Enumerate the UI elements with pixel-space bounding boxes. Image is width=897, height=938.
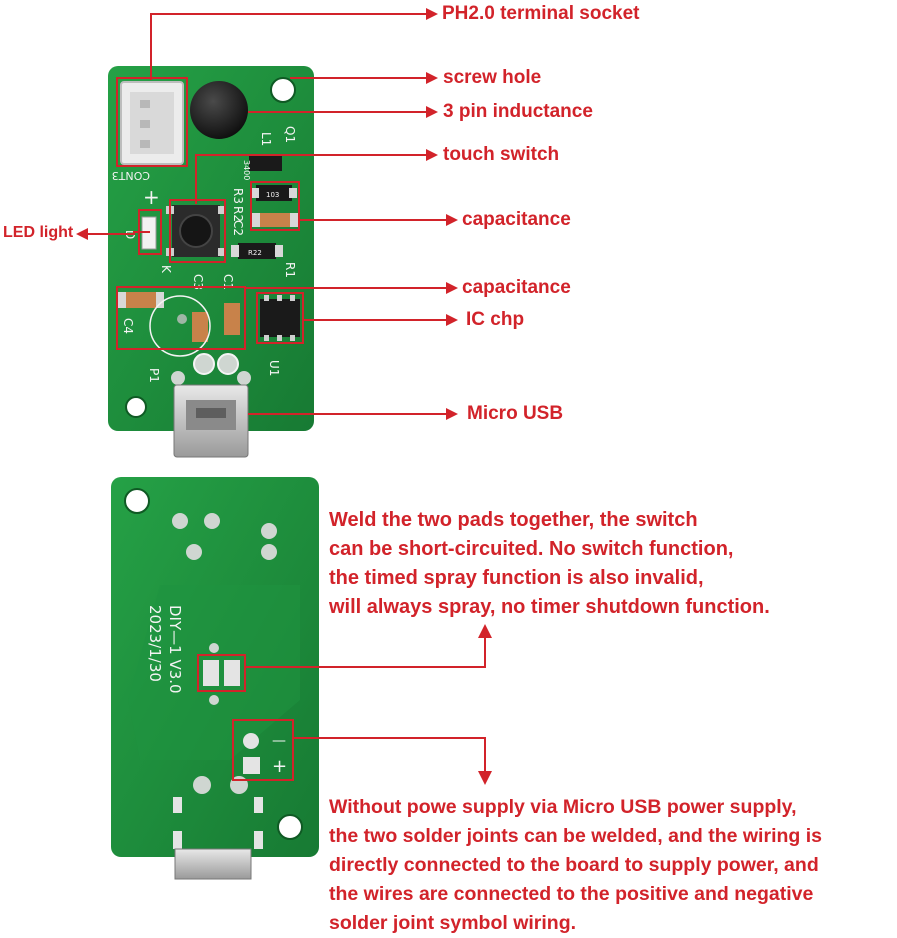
screw-hole-bottom <box>125 396 147 418</box>
screw-hole-top <box>270 77 296 103</box>
silk-l1: L1 <box>259 132 273 146</box>
switch-pad-left <box>203 660 219 686</box>
front-arrowheads <box>76 8 458 420</box>
power-pad-positive <box>243 757 260 774</box>
ic-chip <box>260 299 300 337</box>
front-leader-lines <box>84 13 448 415</box>
silk-version: DIY—1 V3.0 <box>166 605 184 694</box>
silk-r2: R2 <box>231 206 245 222</box>
silk-q1: Q1 <box>283 126 297 143</box>
silk-r22: R22 <box>248 249 262 257</box>
silk-minus: — <box>272 733 286 749</box>
silk-cont3: CONT3 <box>112 169 150 182</box>
note-power-line: solder joint symbol wiring. <box>329 912 577 934</box>
inductor <box>190 81 248 139</box>
back-arrowheads <box>478 624 492 785</box>
label-ic-chip: IC chp <box>466 309 525 330</box>
note-weld-switch: Weld the two pads together, the switch c… <box>329 506 770 622</box>
micro-usb-front <box>173 384 249 458</box>
label-capacitance-2: capacitance <box>462 277 571 298</box>
note-power-line: the two solder joints can be welded, and… <box>329 825 822 847</box>
silk-date: 2023/1/30 <box>146 605 164 682</box>
silk-u1: U1 <box>267 360 281 376</box>
silk-k: K <box>159 265 173 274</box>
silk-c4: C4 <box>121 318 135 334</box>
back-screw-hole-top <box>124 488 150 514</box>
ph20-socket <box>120 81 184 165</box>
silk-c2: C2 <box>231 220 245 236</box>
note-weld-line: will always spray, no timer shutdown fun… <box>329 596 770 618</box>
note-power-line: directly connected to the board to suppl… <box>329 854 819 876</box>
power-pad-negative <box>243 733 259 749</box>
label-ph20-terminal: PH2.0 terminal socket <box>442 3 640 24</box>
micro-usb-back <box>174 848 252 880</box>
note-weld-line: the timed spray function is also invalid… <box>329 567 704 589</box>
back-leader-lines <box>245 636 486 775</box>
back-pcb: DIY—1 V3.0 2023/1/30 — + <box>111 477 319 880</box>
silk-3400: 3400 <box>242 160 251 180</box>
label-micro-usb: Micro USB <box>467 403 564 424</box>
silk-r3: R3 <box>231 188 245 204</box>
note-weld-line: can be short-circuited. No switch functi… <box>329 538 734 560</box>
silk-p1: P1 <box>147 368 161 383</box>
label-3pin-inductance: 3 pin inductance <box>443 101 593 122</box>
silk-r1: R1 <box>283 262 297 278</box>
switch-pad-right <box>224 660 240 686</box>
note-power-supply: Without powe supply via Micro USB power … <box>329 793 822 938</box>
touch-switch <box>166 205 226 257</box>
silk-103: 103 <box>266 191 279 199</box>
note-weld-line: Weld the two pads together, the switch <box>329 509 698 531</box>
label-screw-hole: screw hole <box>443 67 542 88</box>
front-pcb: CONT3 + L1 Q1 3400 103 R3 R2 C2 R22 R1 D… <box>108 66 314 458</box>
note-power-line: the wires are connected to the positive … <box>329 883 814 905</box>
label-capacitance-1: capacitance <box>462 209 571 230</box>
back-highlight-boxes <box>197 654 294 781</box>
note-power-line: Without powe supply via Micro USB power … <box>329 796 797 818</box>
back-screw-hole-bottom <box>277 814 303 840</box>
front-smd-parts <box>118 155 300 385</box>
silk-back-plus: + <box>272 756 287 777</box>
label-touch-switch: touch switch <box>443 144 560 165</box>
silk-plus: + <box>143 185 160 209</box>
label-led-light: LED light <box>3 224 74 241</box>
